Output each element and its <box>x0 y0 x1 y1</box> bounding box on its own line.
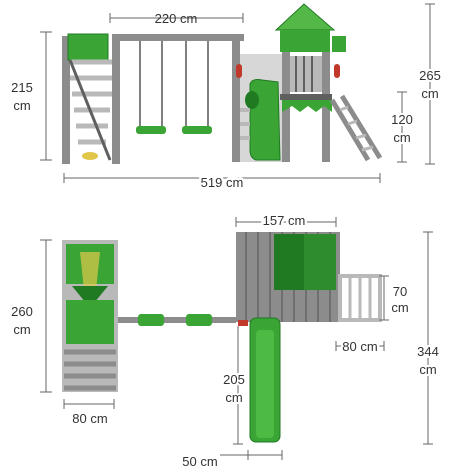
ladder-top <box>338 274 382 322</box>
tower-width-label: 157 cm <box>263 213 306 228</box>
total-depth-unit: cm <box>419 362 436 377</box>
slide-length-unit: cm <box>225 390 242 405</box>
side-dimension-lines <box>40 3 435 183</box>
slide-side <box>240 79 281 161</box>
swing-frame <box>112 34 244 162</box>
height-left-value: 215 <box>11 80 33 95</box>
ladder-side <box>329 94 383 162</box>
tower-top <box>236 232 340 322</box>
ladder-length-unit: cm <box>391 300 408 315</box>
height-left-unit: cm <box>13 98 30 113</box>
swing-width-label: 220 cm <box>155 11 198 26</box>
swing-seat-right <box>182 126 212 134</box>
total-length-label: 519 cm <box>201 175 244 190</box>
depth-left-value: 260 <box>11 304 33 319</box>
slide-length-value: 205 <box>223 372 245 387</box>
slide-top <box>238 317 281 443</box>
depth-left-unit: cm <box>13 322 30 337</box>
side-view: 220 cm 215 cm 265 cm 120 cm 519 cm <box>11 3 443 193</box>
top-view: 157 cm 260 cm 70 cm 80 cm 344 cm 205 cm … <box>11 211 441 470</box>
slide-width-label: 50 cm <box>182 454 217 469</box>
swing-seat-left <box>136 126 166 134</box>
platform-height-unit: cm <box>393 130 410 145</box>
height-right-unit: cm <box>421 86 438 101</box>
left-width-label: 80 cm <box>72 411 107 426</box>
total-depth-value: 344 <box>417 344 439 359</box>
ladder-length-value: 70 <box>393 284 407 299</box>
climbing-frame-top <box>62 240 118 392</box>
top-dimension-lines <box>40 217 433 460</box>
ladder-width-label: 80 cm <box>342 339 377 354</box>
platform-height-value: 120 <box>391 112 413 127</box>
swing-beam-top <box>118 314 236 326</box>
height-right-value: 265 <box>419 68 441 83</box>
climbing-frame <box>62 33 120 164</box>
